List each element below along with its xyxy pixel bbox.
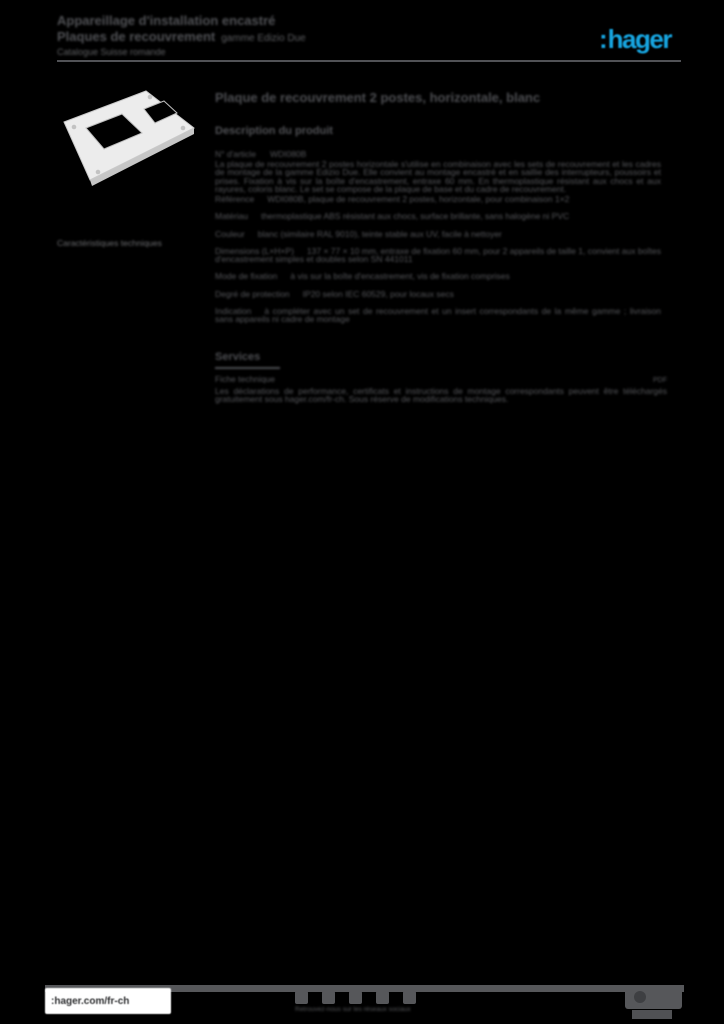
margin-section-label: Caractéristiques techniques	[57, 238, 162, 248]
footer-url-button[interactable]: :hager.com/fr-ch	[45, 988, 171, 1014]
characteristics-table: Référence WDI080B, plaque de recouvrement…	[215, 195, 661, 333]
characteristic-value: 137 × 77 × 10 mm, entraxe de fixation 60…	[215, 245, 662, 265]
screw-hole	[180, 125, 186, 131]
characteristic-label: Dimensions (L×H×P)	[215, 245, 294, 256]
characteristic-label: Référence	[215, 194, 255, 204]
header-line2-bold: Plaques de recouvrement	[57, 29, 216, 44]
hager-logo-text: hager	[607, 24, 673, 54]
services-section: Services Fiche technique PDF Les déclara…	[215, 347, 667, 403]
reference-line: N° d'article WDI080B	[215, 149, 306, 159]
characteristic-value: à compléter avec un set de recouvrement …	[215, 306, 661, 325]
social-icons	[295, 991, 416, 1004]
characteristic-label: Mode de fixation	[215, 271, 278, 282]
footer-url-text: hager.com/fr-ch	[54, 995, 130, 1007]
characteristic-label: Couleur	[215, 228, 245, 239]
header-rule	[57, 60, 681, 62]
social-caption: Retrouvez-nous sur les réseaux sociaux	[295, 1006, 411, 1013]
footer-url-colon: :	[51, 995, 55, 1007]
characteristic-label: Matériau	[215, 211, 249, 222]
hager-logo: :hager	[599, 24, 673, 55]
characteristic-row: Dimensions (L×H×P)137 × 77 × 10 mm, entr…	[215, 247, 661, 264]
characteristic-value: IP20 selon IEC 60529, pour locaux secs	[302, 288, 454, 299]
facebook-icon[interactable]	[295, 991, 308, 1004]
certification-badge	[625, 985, 682, 1009]
characteristic-value: WDI080B, plaque de recouvrement 2 postes…	[267, 194, 570, 204]
characteristic-row: Matériau thermoplastique ABS résistant au…	[215, 211, 661, 222]
badge-caption-bar	[632, 1010, 672, 1019]
product-section-heading: Description du produit	[215, 125, 333, 137]
footer-rule	[45, 985, 684, 992]
product-title: Plaque de recouvrement 2 postes, horizon…	[215, 90, 541, 105]
characteristic-row: Référence WDI080B, plaque de recouvrement…	[215, 194, 661, 204]
screw-hole	[147, 94, 153, 100]
characteristic-value: thermoplastique ABS résistant aux chocs,…	[261, 211, 570, 222]
screw-hole	[71, 124, 77, 130]
characteristic-row: Mode de fixation à vis sur la boîte d'enc…	[215, 271, 661, 282]
characteristic-row: Degré de protection IP20 selon IEC 60529,…	[215, 288, 661, 299]
twitter-icon[interactable]	[322, 991, 335, 1004]
characteristic-row: Couleur blanc (similaire RAL 9010), teint…	[215, 228, 661, 239]
linkedin-icon[interactable]	[349, 991, 362, 1004]
document-label[interactable]: Fiche technique	[215, 374, 276, 384]
reference-value: WDI080B	[269, 149, 307, 159]
plate-opening-small	[143, 100, 178, 124]
header-catalog-line: Catalogue Suisse romande	[57, 47, 166, 57]
youtube-icon[interactable]	[376, 991, 389, 1004]
header-line2-rest: gamme Edizio Due	[221, 33, 306, 44]
services-note: Les déclarations de performance, certifi…	[215, 386, 667, 404]
characteristic-label: Indication	[215, 306, 252, 317]
document-format-badge[interactable]: PDF	[653, 377, 667, 384]
characteristic-label: Degré de protection	[215, 288, 290, 299]
badge-circle-icon	[634, 991, 646, 1003]
product-image	[63, 90, 195, 186]
characteristic-value: à vis sur la boîte d'encastrement, vis d…	[290, 271, 510, 282]
product-description: La plaque de recouvrement 2 postes horiz…	[215, 159, 661, 194]
document-row: Fiche technique PDF	[215, 374, 667, 384]
header-category-line1: Appareillage d'installation encastré	[57, 13, 276, 28]
reference-label: N° d'article	[215, 149, 256, 159]
hager-logo-colon: :	[599, 24, 608, 54]
services-heading: Services	[215, 351, 281, 369]
characteristic-value: blanc (similaire RAL 9010), teinte stabl…	[257, 228, 502, 239]
plate-side-face	[90, 128, 194, 186]
plate-opening-large	[85, 113, 143, 150]
header-category-line2: Plaques de recouvrement gamme Edizio Due	[57, 29, 306, 44]
instagram-icon[interactable]	[403, 991, 416, 1004]
screw-hole	[95, 169, 101, 175]
